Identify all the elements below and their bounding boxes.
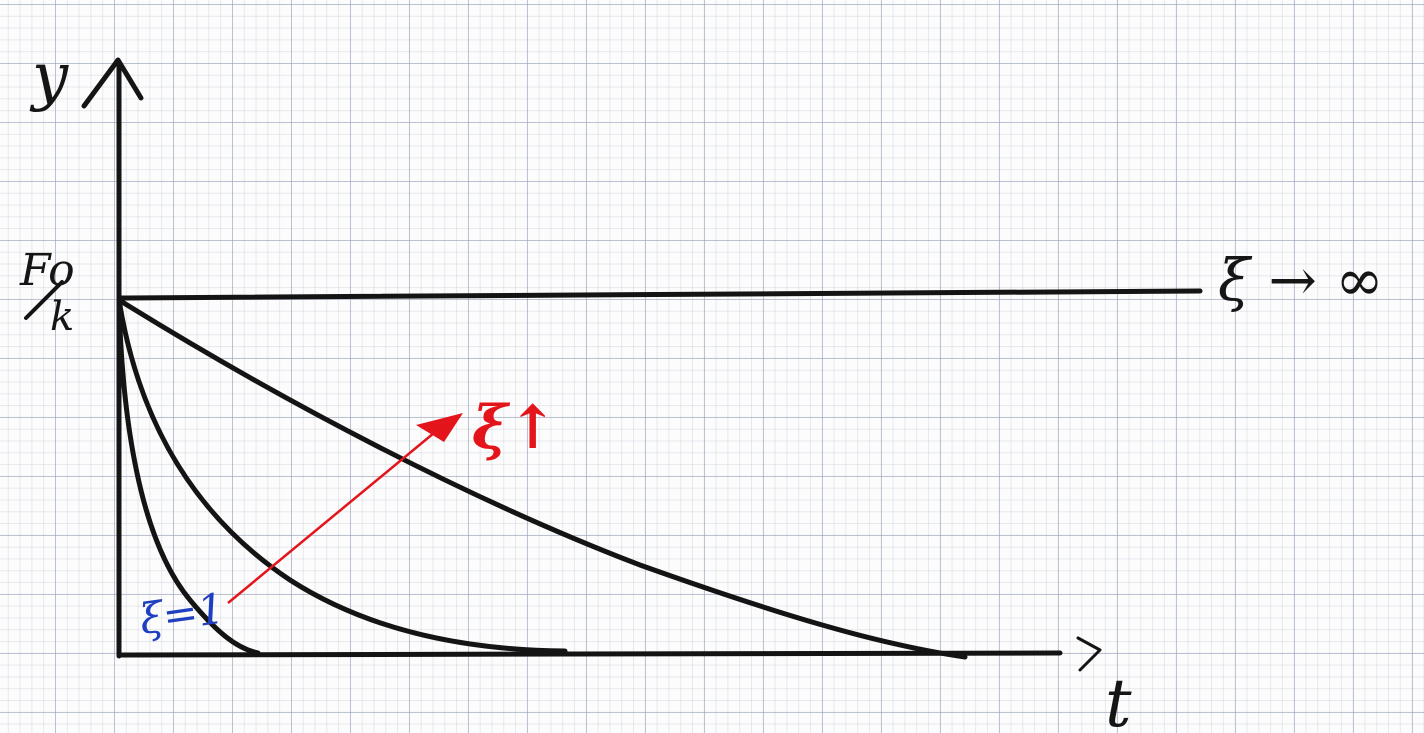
y-axis-label: y bbox=[29, 40, 69, 114]
curve-xi-large bbox=[116, 297, 968, 660]
xi-one-label: ξ=1 bbox=[137, 584, 228, 644]
y-level-denominator: k bbox=[50, 294, 74, 340]
xi-infinity-label: ξ → ∞ bbox=[1218, 246, 1384, 314]
y-level-numerator: Fo bbox=[19, 245, 75, 296]
y-axis-arrowhead bbox=[81, 57, 144, 109]
x-axis-arrowhead bbox=[1076, 636, 1102, 672]
curve-xi-one bbox=[116, 297, 261, 656]
xi-increase-arrowhead bbox=[416, 413, 463, 442]
x-axis bbox=[116, 650, 1063, 658]
x-axis-label: t bbox=[1105, 665, 1132, 733]
xi-increase-label: ξ↑ bbox=[472, 393, 558, 463]
curve-xi-infinity bbox=[116, 288, 1203, 301]
curve-xi-medium bbox=[116, 297, 568, 654]
y-level-fraction-bar bbox=[24, 280, 64, 320]
xi-increase-arrow bbox=[227, 427, 441, 604]
